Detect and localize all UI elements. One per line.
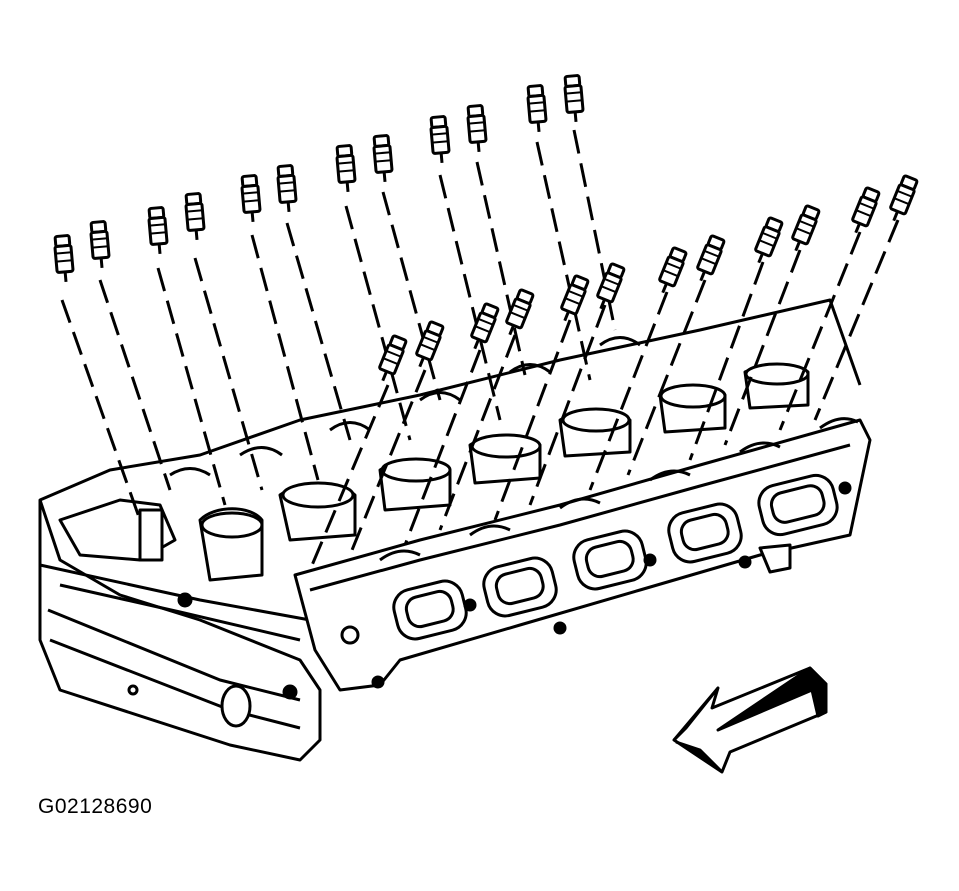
lifters-front-row [373, 173, 920, 386]
lifter-10 [465, 103, 489, 155]
lifter-24 [884, 173, 920, 226]
lifter-12 [562, 73, 586, 125]
lifter-19 [653, 245, 689, 298]
lifter-5 [239, 173, 263, 225]
lifter-4 [183, 191, 207, 243]
lifters-rear-row [52, 73, 586, 285]
lifter-8 [371, 133, 395, 185]
lifter-22 [786, 203, 822, 256]
lifter-7 [334, 143, 358, 195]
intake-flange [293, 417, 872, 692]
lifter-17 [555, 273, 591, 326]
lifter-21 [749, 215, 785, 268]
lifter-6 [275, 163, 299, 215]
lifter-11 [525, 83, 549, 135]
guide-lines [60, 129, 900, 571]
lifter-20 [691, 233, 727, 286]
lifter-9 [428, 114, 452, 166]
lifter-2 [88, 219, 112, 271]
lifter-1 [52, 233, 76, 285]
lifter-23 [846, 185, 882, 238]
arrow-left-icon [672, 666, 828, 774]
cylinder-head [38, 298, 862, 762]
lifter-3 [146, 205, 170, 257]
figure-id-label: G02128690 [38, 795, 153, 818]
